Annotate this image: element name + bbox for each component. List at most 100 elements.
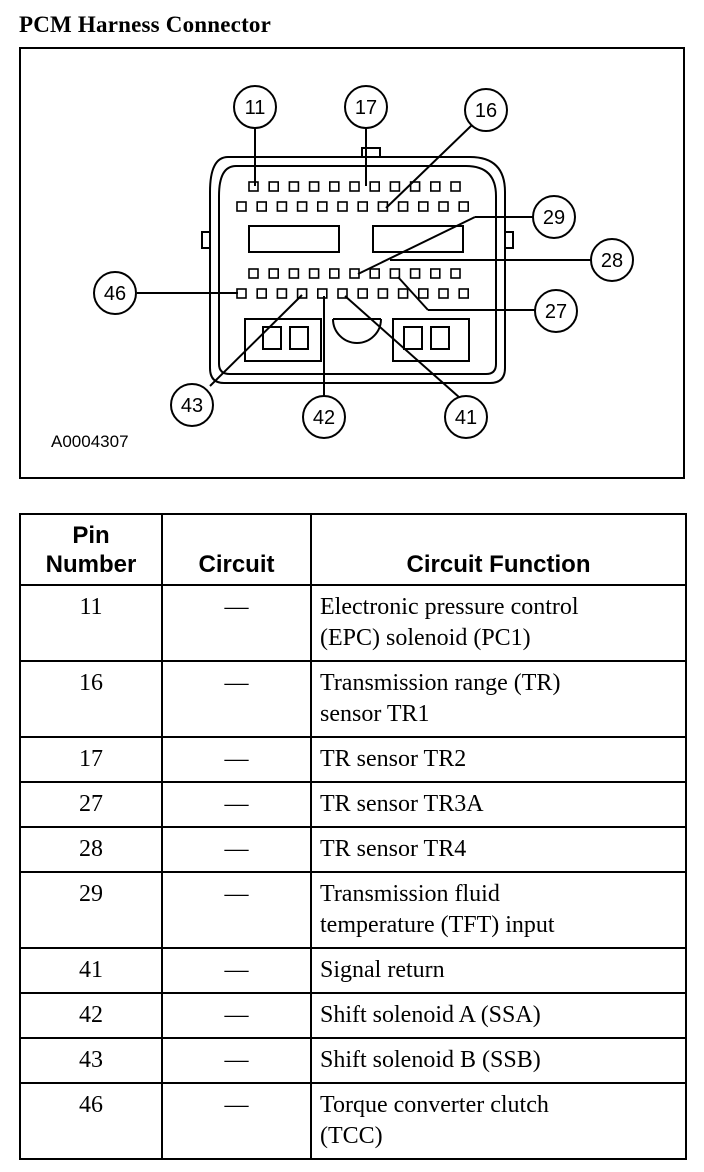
callout-16: [464, 88, 508, 132]
top-row-2-pin-8: [377, 201, 389, 212]
bottom-row-2-pin-10: [417, 288, 429, 299]
circuit-function-line-1: TR sensor TR3A: [320, 791, 484, 817]
callout-46: [93, 271, 137, 315]
header-circuit: Circuit: [161, 513, 312, 586]
bottom-row-2-pin-6: [337, 288, 348, 299]
table-row: 16—Transmission range (TR)sensor TR1: [19, 660, 687, 738]
callout-43: [170, 383, 214, 427]
circuit-cell: —: [161, 871, 312, 949]
pin-number-cell: 27: [19, 781, 163, 828]
top-row-2-pin-9: [397, 201, 409, 212]
table-row: 42—Shift solenoid A (SSA): [19, 992, 687, 1039]
leader-27b: [397, 276, 429, 311]
bottom-row-2-pin-3: [276, 288, 288, 299]
top-row-1-pin-10: [429, 181, 441, 192]
circuit-function-cell: Transmission range (TR)sensor TR1: [310, 660, 687, 738]
leader-43: [209, 294, 303, 387]
bottom-row-1-pin-10: [429, 268, 441, 279]
callout-label-42: 42: [313, 407, 335, 429]
top-row-2-pin-6: [337, 201, 348, 212]
table-row: 17—TR sensor TR2: [19, 736, 687, 783]
circuit-function-cell: Shift solenoid A (SSA): [310, 992, 687, 1039]
bottom-row-1-pin-9: [409, 268, 421, 279]
circuit-cell: —: [161, 1037, 312, 1084]
pin-number-cell: 17: [19, 736, 163, 783]
table-row: 46—Torque converter clutch(TCC): [19, 1082, 687, 1160]
circuit-function-cell: Electronic pressure control(EPC) solenoi…: [310, 584, 687, 662]
circuit-function-cell: Signal return: [310, 947, 687, 994]
connector-diagram: 11 17 16 29 28 46 27 43 42 41 A0004307: [51, 85, 634, 451]
top-row-1-pin-1: [248, 181, 259, 192]
bottom-row-1-pin-11: [450, 268, 461, 279]
table-row: 28—TR sensor TR4: [19, 826, 687, 873]
pin-number-cell: 29: [19, 871, 163, 949]
pin-number-cell: 42: [19, 992, 163, 1039]
bottom-row-2-pin-9: [397, 288, 409, 299]
circuit-function-cell: TR sensor TR2: [310, 736, 687, 783]
callouts: [93, 85, 634, 439]
callout-41: [444, 395, 488, 439]
table-row: 41— Signal return: [19, 947, 687, 994]
pin-table: Pin Number Circuit Circuit Function 11—E…: [19, 513, 687, 1160]
callout-label-29: 29: [543, 207, 565, 229]
bottom-row-2-pin-5: [316, 288, 328, 299]
callout-label-27: 27: [545, 301, 567, 323]
table-row: 43—Shift solenoid B (SSB): [19, 1037, 687, 1084]
top-row-2-pin-2: [256, 201, 268, 212]
bottom-row-1-pin-7: [369, 268, 381, 279]
top-row-1-pin-7: [369, 181, 381, 192]
bottom-row-1-pin-5: [328, 268, 340, 279]
table-row: 27—TR sensor TR3A: [19, 781, 687, 828]
top-row-2-pin-1: [236, 201, 247, 212]
bottom-row-2-pin-7: [357, 288, 369, 299]
circuit-cell: —: [161, 947, 312, 994]
circuit-cell: —: [161, 1082, 312, 1160]
connector-diagram-frame: [19, 47, 685, 479]
top-row-2-pin-5: [316, 201, 328, 212]
pin-number-cell: 28: [19, 826, 163, 873]
top-row-1-pin-11: [450, 181, 461, 192]
pin-number-cell: 46: [19, 1082, 163, 1160]
bottom-row-1-pin-8: [389, 268, 401, 279]
top-row-2-pin-7: [357, 201, 369, 212]
top-row-2-pin-4: [296, 201, 308, 212]
callout-label-11: 11: [245, 97, 266, 119]
circuit-function-line-1: Transmission range (TR): [320, 670, 561, 696]
bottom-row-1-pin-2: [268, 268, 280, 279]
table-header-row: Pin Number Circuit Circuit Function: [19, 513, 687, 586]
callout-label-41: 41: [455, 407, 477, 429]
bottom-row-2-pin-2: [256, 288, 268, 299]
callout-42: [302, 395, 346, 439]
circuit-function-line-1: Shift solenoid B (SSB): [320, 1047, 541, 1073]
bottom-row-1-pin-1: [248, 268, 259, 279]
callout-label-16: 16: [475, 100, 497, 122]
connector-body: [201, 147, 514, 384]
bottom-row-2-pin-4: [296, 288, 308, 299]
leader-41: [344, 295, 461, 399]
leader-lines: [137, 124, 592, 399]
pin-number-cell: 41: [19, 947, 163, 994]
header-pin-number: Pin Number: [19, 513, 163, 586]
circuit-function-cell: Torque converter clutch(TCC): [310, 1082, 687, 1160]
callout-28: [590, 238, 634, 282]
table-body: 11—Electronic pressure control(EPC) sole…: [19, 584, 687, 1160]
callout-11: [233, 85, 277, 129]
callout-label-28: 28: [601, 250, 623, 272]
leader-16: [385, 124, 473, 209]
circuit-function-line-1: Electronic pressure control: [320, 594, 579, 620]
top-row-2-pin-12: [458, 201, 470, 212]
circuit-function-cell: Shift solenoid B (SSB): [310, 1037, 687, 1084]
circuit-function-line-1: Signal return: [320, 957, 445, 983]
callout-27: [534, 289, 578, 333]
header-pin-line1: Pin: [72, 522, 110, 549]
circuit-function-line-2: (TCC): [320, 1123, 383, 1149]
bottom-row-2-pin-8: [377, 288, 389, 299]
callout-29: [532, 195, 576, 239]
circuit-function-line-1: TR sensor TR2: [320, 746, 467, 772]
circuit-function-line-1: TR sensor TR4: [320, 836, 467, 862]
leader-29b: [357, 216, 476, 275]
top-row-1-pin-9: [409, 181, 421, 192]
circuit-cell: —: [161, 584, 312, 662]
bottom-row-2-pin-11: [438, 288, 449, 299]
